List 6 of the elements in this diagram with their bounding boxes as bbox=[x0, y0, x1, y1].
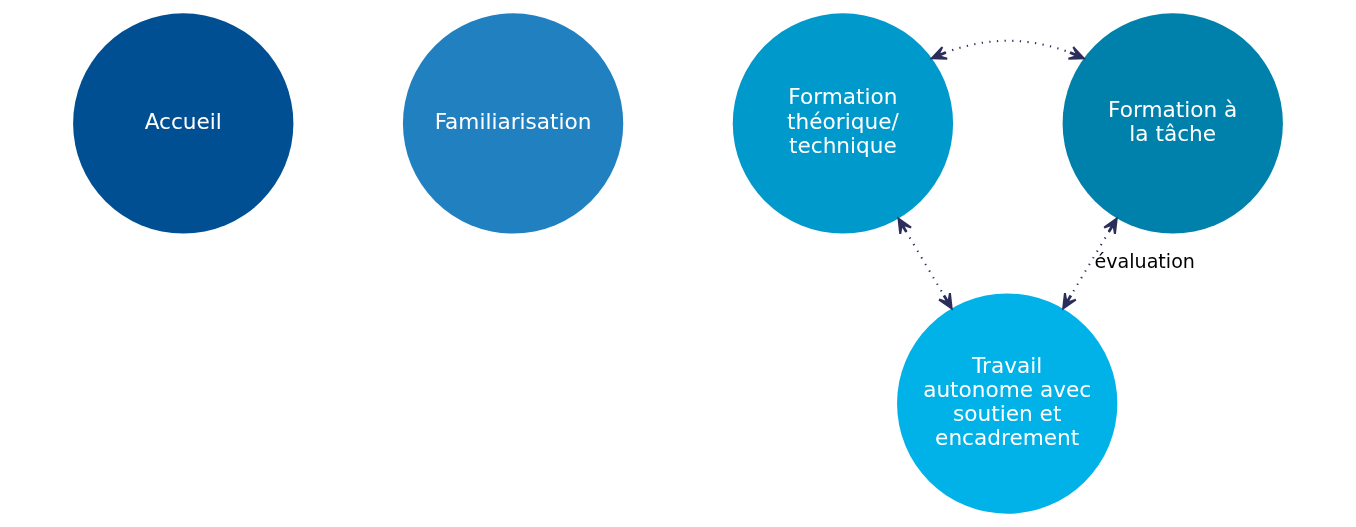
node-circle: Accueil bbox=[73, 13, 294, 234]
arrow bbox=[930, 39, 1085, 60]
arrow bbox=[1062, 217, 1118, 310]
edge-label: évaluation bbox=[1094, 249, 1195, 273]
node-circle: Familiarisation bbox=[402, 13, 624, 234]
arrow bbox=[897, 217, 953, 310]
